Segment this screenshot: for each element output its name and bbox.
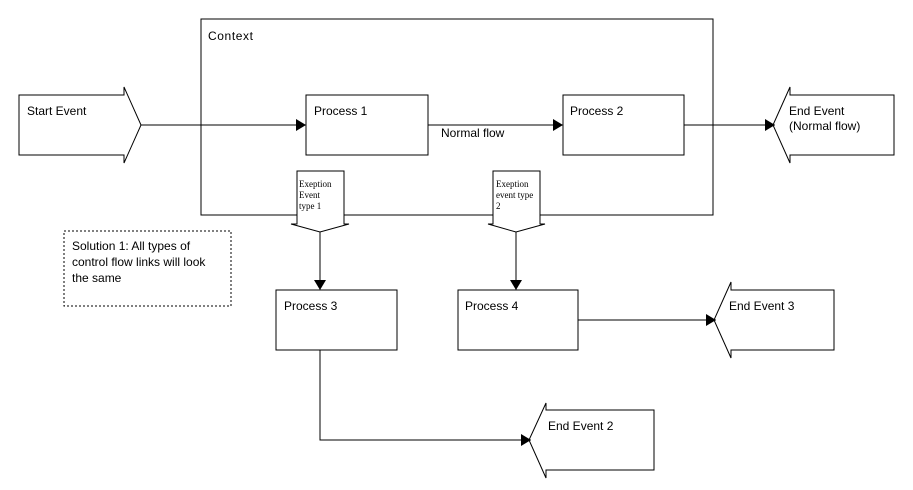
note-line-1: Solution 1: All types of [72,239,191,253]
process-4-label: Process 4 [465,299,519,313]
start-event-shape [18,86,142,164]
process-1-label: Process 1 [314,104,368,118]
note-box [63,230,232,307]
process-2-label: Process 2 [570,104,624,118]
note-line-3: the same [72,271,122,285]
end-event-normal-shape [772,86,895,164]
exception-type-1-shape [290,170,350,233]
context-label: Context [208,29,254,43]
exception-type-2-line1: Exeption [496,179,529,189]
process-4-box [457,289,579,351]
process-2-box [562,94,685,156]
end-event-normal-label-line2: (Normal flow) [789,119,860,133]
process-3-box [275,289,398,351]
start-event-label: Start Event [27,104,87,118]
end-event-3-shape [713,281,835,359]
normal-flow-label: Normal flow [441,126,505,140]
process-3-label: Process 3 [284,299,338,313]
end-event-2-label: End Event 2 [548,419,614,433]
exception-type-1-line1: Exeption [299,179,332,189]
end-event-2-shape [528,402,655,479]
exception-type-2-line3: 2 [496,201,501,211]
end-event-normal-label-line1: End Event [789,104,845,118]
exception-type-2-shape [487,170,546,233]
note-line-2: control flow links will look [72,255,206,269]
end-event-3-label: End Event 3 [729,299,795,313]
flow-process-3-to-end-2 [319,350,531,446]
process-1-box [305,94,429,156]
exception-type-1-line3: type 1 [299,201,321,211]
exception-type-2-line2: event type [496,190,533,200]
exception-type-1-line2: Event [299,190,320,200]
